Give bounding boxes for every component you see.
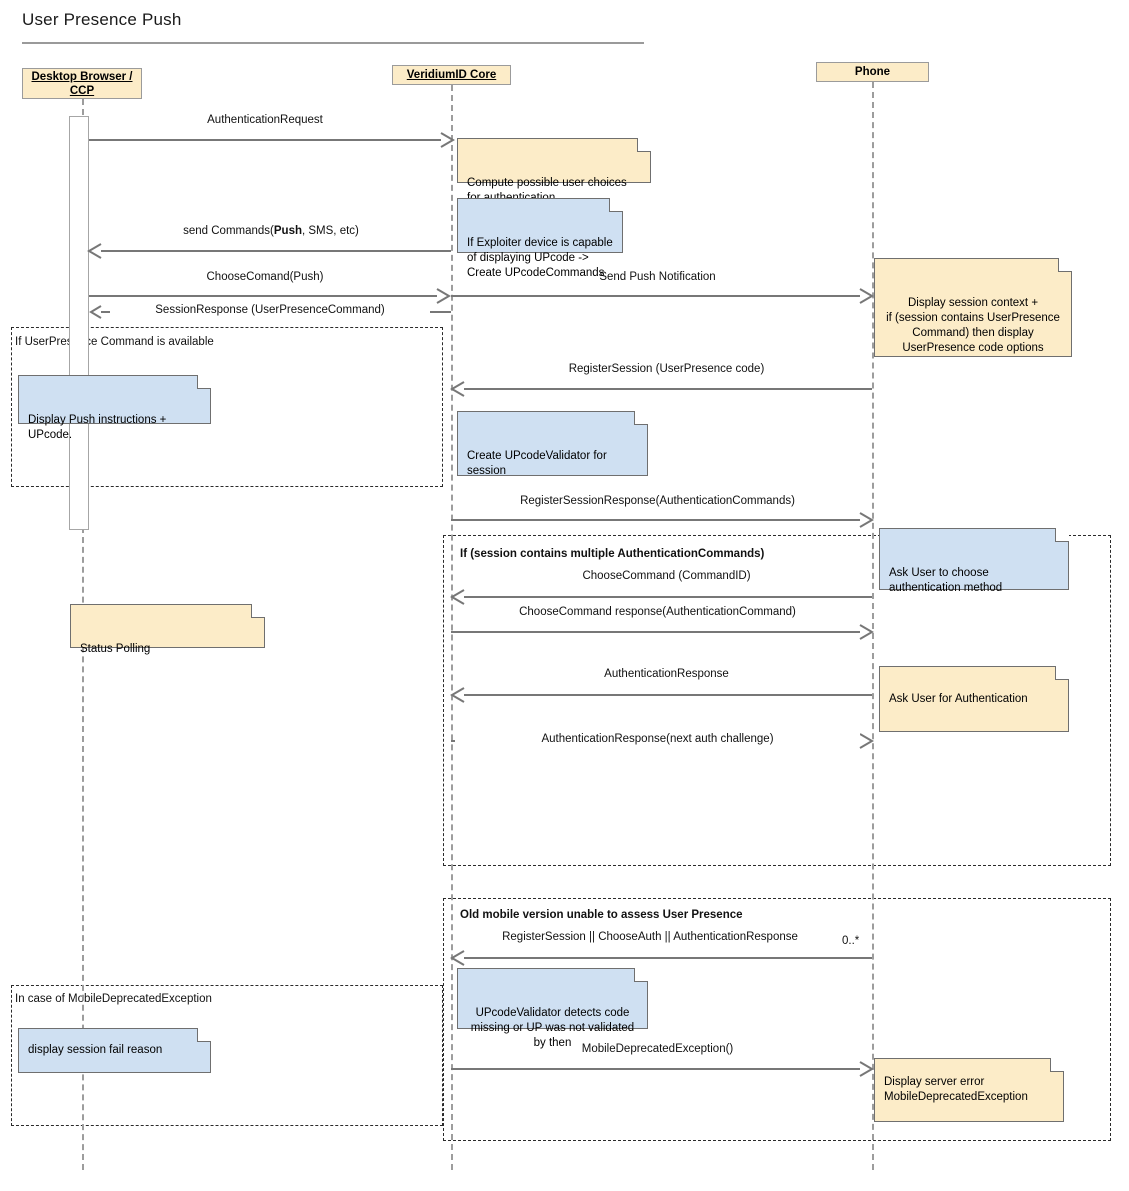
page-title: User Presence Push [22, 10, 182, 29]
participant-browser-label-line1: Desktop Browser / [31, 70, 133, 83]
fragment-old-mobile-version [443, 898, 1111, 1141]
note-exploiter-device-upcode: If Exploiter device is capable of displa… [457, 198, 623, 279]
note-compute-user-choices: Compute possible user choices for authen… [457, 138, 651, 204]
note-fold-corner-icon [197, 1028, 211, 1042]
note-display-server-error: Display server error MobileDeprecatedExc… [874, 1058, 1064, 1122]
message-label-send-commands: send Commands(Push, SMS, etc) [183, 225, 359, 237]
message-label-authentication-request: AuthenticationRequest [207, 114, 323, 126]
message-multiplicity-0-to-many: 0..* [842, 935, 860, 947]
note-fold-corner-icon [197, 375, 211, 389]
fragment-user-presence-available [11, 327, 443, 487]
note-display-server-error-text: Display server error MobileDeprecatedExc… [884, 1076, 1028, 1103]
note-fold-corner-icon [251, 604, 265, 618]
note-fold-corner-icon [1050, 1058, 1064, 1072]
note-upcode-validator-detects: UPcodeValidator detects code missing or … [457, 968, 648, 1049]
lifeline-core [451, 85, 453, 1170]
title-divider [22, 42, 644, 44]
note-display-session-fail-reason-text: display session fail reason [28, 1044, 163, 1056]
fragment-mobile-deprecated-exception [11, 985, 443, 1126]
message-label-authentication-response-next-challenge: AuthenticationResponse(next auth challen… [455, 733, 860, 745]
participant-browser-label-line2: CCP [69, 84, 95, 97]
participant-phone-label: Phone [854, 66, 891, 78]
note-ask-user-for-authentication-text: Ask User for Authentication [889, 692, 1028, 705]
note-display-session-context-text: Display session context + if (session co… [886, 297, 1060, 354]
note-display-session-context: Display session context + if (session co… [874, 258, 1072, 357]
note-display-push-instructions-text: Display Push instructions + UPcode. [28, 414, 167, 441]
note-create-upcode-validator-text: Create UPcodeValidator for session [467, 450, 607, 477]
note-fold-corner-icon [1055, 528, 1069, 542]
note-upcode-validator-detects-text: UPcodeValidator detects code missing or … [470, 1007, 635, 1049]
message-label-register-session-chooseauth: RegisterSession || ChooseAuth || Authent… [502, 931, 798, 943]
note-fold-corner-icon [609, 198, 623, 212]
note-exploiter-device-upcode-text: If Exploiter device is capable of displa… [467, 237, 613, 279]
fragment-multiple-auth-commands [443, 535, 1111, 866]
message-label-authentication-response: AuthenticationResponse [604, 668, 729, 680]
message-label-choose-comand-push: ChooseComand(Push) [206, 271, 324, 283]
activation-bar-browser [69, 116, 89, 530]
note-status-polling: Status Polling [70, 604, 265, 655]
participant-desktop-browser-ccp[interactable]: Desktop Browser / CCP [22, 68, 142, 99]
note-create-upcode-validator: Create UPcodeValidator for session [457, 411, 648, 477]
note-display-session-fail-reason: display session fail reason [18, 1028, 211, 1073]
message-label-register-session: RegisterSession (UserPresence code) [568, 363, 765, 375]
fragment-label-old-mobile-version: Old mobile version unable to assess User… [460, 909, 743, 921]
message-label-send-push-notification: Send Push Notification [599, 271, 716, 283]
note-display-push-instructions: Display Push instructions + UPcode. [18, 375, 211, 441]
fragment-label-mobile-deprecated-exception: In case of MobileDeprecatedException [15, 993, 212, 1005]
note-fold-corner-icon [634, 968, 648, 982]
message-label-choose-command-response: ChooseCommand response(AuthenticationCom… [519, 606, 796, 618]
note-status-polling-text: Status Polling [80, 643, 151, 655]
participant-core-label: VeridiumID Core [406, 69, 497, 81]
fragment-label-user-presence-available: If UserPresence Command is available [15, 336, 214, 348]
note-ask-user-choose-auth-method: Ask User to choose authentication method [879, 528, 1069, 594]
note-ask-user-choose-auth-method-text: Ask User to choose authentication method [889, 567, 1003, 594]
note-fold-corner-icon [1055, 666, 1069, 680]
message-label-session-response: SessionResponse (UserPresenceCommand) [110, 304, 430, 316]
message-label-mobile-deprecated-exception: MobileDeprecatedException() [581, 1043, 734, 1055]
lifeline-phone [872, 82, 874, 1170]
note-fold-corner-icon [637, 138, 651, 152]
note-fold-corner-icon [634, 411, 648, 425]
fragment-label-multiple-auth-commands: If (session contains multiple Authentica… [460, 548, 765, 560]
message-label-choose-command-commandid: ChooseCommand (CommandID) [582, 570, 751, 582]
note-ask-user-for-authentication: Ask User for Authentication [879, 666, 1069, 732]
note-fold-corner-icon [1058, 258, 1072, 272]
participant-veridiumid-core[interactable]: VeridiumID Core [392, 65, 511, 85]
message-label-register-session-response: RegisterSessionResponse(AuthenticationCo… [520, 495, 795, 507]
participant-phone[interactable]: Phone [816, 62, 929, 82]
